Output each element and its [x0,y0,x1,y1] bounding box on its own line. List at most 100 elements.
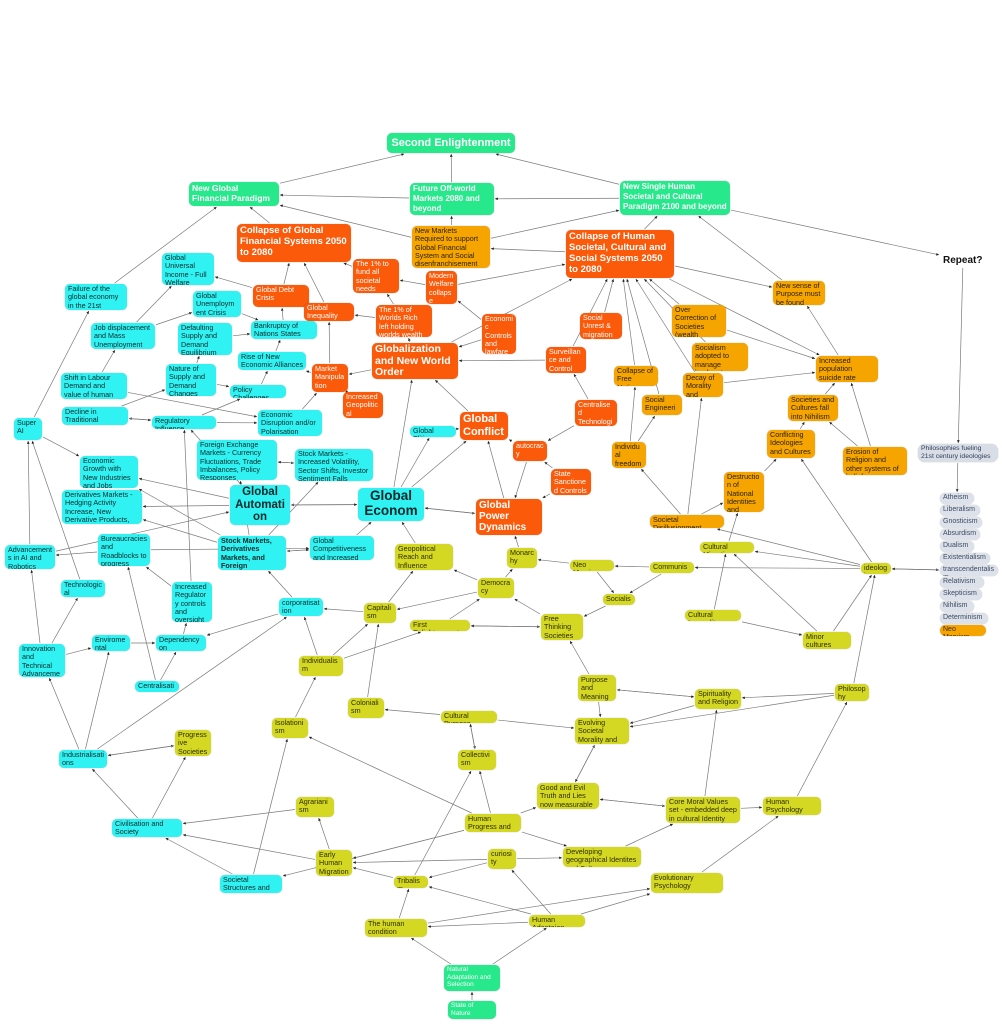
economic-node-forex[interactable]: Foreign Exchange Markets - Currency Fluc… [197,440,277,480]
collapse-node-autoc[interactable]: autocracy [513,441,547,461]
collapse-node-onerich[interactable]: The 1% of Worlds Rich left holding world… [376,305,432,337]
cultural-node-isolation[interactable]: Isolationism [272,718,308,738]
cultural-node-agrarian[interactable]: Agrarianism [296,797,334,817]
social-node-erosion[interactable]: Erosion of Religion and other systems of… [843,447,907,475]
economic-node-innov[interactable]: Innovation and Technical Advancements [19,644,65,677]
economic-node-advai[interactable]: Advancements in AI and Robotics [5,545,55,569]
cultural-node-freethink[interactable]: Free Thinking Societies [541,614,583,640]
ideology-node-l1[interactable]: Atheism [940,493,974,504]
ideology-node-l8[interactable]: Relativism [940,577,984,588]
economic-node-unemp[interactable]: Global Unemployment Crisis [193,291,241,317]
economic-node-singularity[interactable]: Technological Singularity [61,580,105,597]
collapse-node-gconf[interactable]: Global Conflict [460,412,508,440]
economic-node-superai[interactable]: Super AI [14,418,42,440]
cultural-node-pam[interactable]: Purpose and Meaning [578,675,616,701]
economic-node-growth[interactable]: Economic Growth with New Industries and … [80,456,138,488]
milestone-node-son[interactable]: State of Nature [448,1001,496,1019]
cultural-node-hcond[interactable]: The human condition [365,919,427,937]
ideology-node-l4[interactable]: Absurdism [940,529,980,540]
cultural-node-colonial[interactable]: Colonialism [348,698,384,718]
economic-node-socstruct[interactable]: Societal Structures and Culture [220,875,282,893]
cultural-node-minor[interactable]: Minor cultures subsumed [803,632,851,649]
collapse-node-cgfs[interactable]: Collapse of Global Financial Systems 205… [237,224,351,262]
economic-node-bankrupt[interactable]: Bankruptcy of Nations States [251,321,317,339]
cultural-node-hadapt[interactable]: Human Adaptaion [529,915,585,927]
philosophies-node-phil21[interactable]: Philosophies fueling 21st century ideolo… [918,444,998,462]
economic-node-naturesd[interactable]: Nature of Supply and Demand Changes [166,364,216,396]
ideology-node-l7[interactable]: transcendentalism [940,565,998,576]
cultural-node-democracy[interactable]: Democracy [478,578,514,598]
economic-node-bureau[interactable]: Bureaucracies and Roadblocks to progress [98,534,150,566]
cultural-node-collectivism[interactable]: Collectivism [458,750,496,770]
economic-node-gauto[interactable]: Global Automation [230,485,290,525]
collapse-node-centech[interactable]: Centralised Technological Control [575,400,617,426]
social-node-freedoms[interactable]: Individual freedoms curtailed [612,442,646,468]
economic-node-failure[interactable]: Failure of the global economy in the 21s… [65,284,127,310]
economic-node-decline[interactable]: Decline in Traditional industries [62,407,128,425]
social-node-destruct[interactable]: Destruction of National Identities and S… [724,472,764,512]
social-node-soceng[interactable]: Social Engineering [642,395,682,415]
cultural-node-philosophy[interactable]: Philosophy [835,684,869,701]
collapse-node-onefund[interactable]: The 1% to fund all societal needs [353,259,399,293]
social-node-disill[interactable]: Societal Disillusionment [650,515,724,528]
collapse-node-surv[interactable]: Surveillance and Control [546,347,586,373]
social-node-cfn[interactable]: Collapse of Free Nations [614,366,658,386]
milestone-node-ngfp[interactable]: New Global Financial Paradigm [189,182,279,206]
ideology-node-l9[interactable]: Skepticism [940,589,982,600]
social-node-suicide[interactable]: Increased population suicide rate [816,356,878,382]
economic-node-defaulting[interactable]: Defaulting Supply and Demand Equilibrium [178,323,232,355]
cultural-node-georeach[interactable]: Geopolitical Reach and Influence [395,544,453,570]
cultural-node-cmig[interactable]: Cultural Migration [700,542,754,553]
ideology-node-l11[interactable]: Determinism [940,613,988,624]
ideology-node-l5[interactable]: Dualism [940,541,974,552]
cultural-node-cineq[interactable]: Cultural Inequality [685,610,741,621]
social-node-overcorr[interactable]: Over Correction of Societies (wealth red… [672,305,726,337]
ideology-node-l3[interactable]: Gnosticism [940,517,982,528]
social-node-conflictid[interactable]: Conflicting Ideologies and Cultures [767,430,815,458]
economic-node-deriv[interactable]: Derivatives Markets - Hedging Activity I… [62,490,142,524]
cultural-node-progressive[interactable]: Progressive Societies [175,730,211,756]
collapse-node-mmanip[interactable]: Market Manipulation [312,364,348,392]
economic-node-stockvol[interactable]: Stock Markets - Increased Volatility, Se… [295,449,373,481]
cultural-node-socialism[interactable]: Socialism [603,594,635,605]
economic-node-central[interactable]: Centralisation [135,681,179,692]
economic-node-corp[interactable]: corporatisation [279,598,323,616]
ideology-node-l2[interactable]: Liberalism [940,505,980,516]
cultural-node-cmv[interactable]: Core Moral Values set - embedded deep in… [666,797,740,823]
economic-node-shift[interactable]: Shift in Labour Demand and value of huma… [61,373,127,399]
economic-node-jobdisp[interactable]: Job displacement and Mass Unemployment [91,323,155,349]
social-node-nihil[interactable]: Societies and Cultures fall into Nihilis… [788,395,838,421]
cultural-node-earlymig[interactable]: Early Human Migration [316,850,352,876]
economic-node-compet[interactable]: Global Competitiveness and Increased Pro… [310,536,374,560]
cultural-node-ideologies[interactable]: ideologies [861,563,891,574]
economic-node-reg[interactable]: Regulatory Influence [152,416,216,429]
collapse-node-debt[interactable]: Global Debt Crisis [253,285,309,307]
economic-node-env[interactable]: Enviromental Impact [92,635,130,651]
collapse-node-ssc[interactable]: State Sanctioned Controls [551,469,591,495]
milestone-node-se[interactable]: Second Enlightenment [387,133,515,153]
economic-node-indus[interactable]: Industrialisations [59,750,107,768]
collapse-node-unrest[interactable]: Social Unrest & migration [580,313,622,339]
economic-node-alliances[interactable]: Rise of New Economic Alliances [238,352,306,370]
cultural-node-spirit[interactable]: Spirituality and Religion [695,689,741,709]
social-node-socadopt[interactable]: Socialism adopted to manage bankrupt nat… [692,343,748,371]
cultural-node-hpsych[interactable]: Human Psychology [763,797,821,815]
collapse-node-chsc[interactable]: Collapse of Human Societal, Cultural and… [566,230,674,278]
cultural-node-neomarx[interactable]: Neo Marxism [570,560,614,571]
economic-node-geco[interactable]: Global Economy [358,488,424,521]
social-node-newpurpose[interactable]: New sense of Purpose must be found [773,281,825,305]
cultural-node-firstenl[interactable]: First Enlightenment [410,620,470,631]
social-node-nmr[interactable]: New Markets Required to support Global F… [412,226,490,268]
cultural-node-dgic[interactable]: Developing geographical Identites and Cu… [563,847,641,867]
economic-node-civ[interactable]: Civilisation and Society [112,819,182,837]
collapse-node-gnwo[interactable]: Globalization and New World Order [372,343,458,379]
milestone-node-nas[interactable]: Natural Adaptation and Selection [444,965,500,991]
cultural-node-goodevil[interactable]: Good and Evil Truth and Lies now measura… [537,783,599,809]
economic-node-disrupt[interactable]: Economic Disruption and/or Polarisation [258,410,322,436]
economic-node-increg[interactable]: Increased Regulatory controls and oversi… [172,582,212,622]
cultural-node-communism[interactable]: Communism [650,562,694,573]
cultural-node-curiosity[interactable]: curiosity [488,849,516,869]
milestone-node-nshp[interactable]: New Single Human Societal and Cultural P… [620,181,730,215]
economic-node-policy[interactable]: Policy Challenges [230,385,286,398]
social-node-decay[interactable]: Decay of Morality and Values [683,373,723,397]
